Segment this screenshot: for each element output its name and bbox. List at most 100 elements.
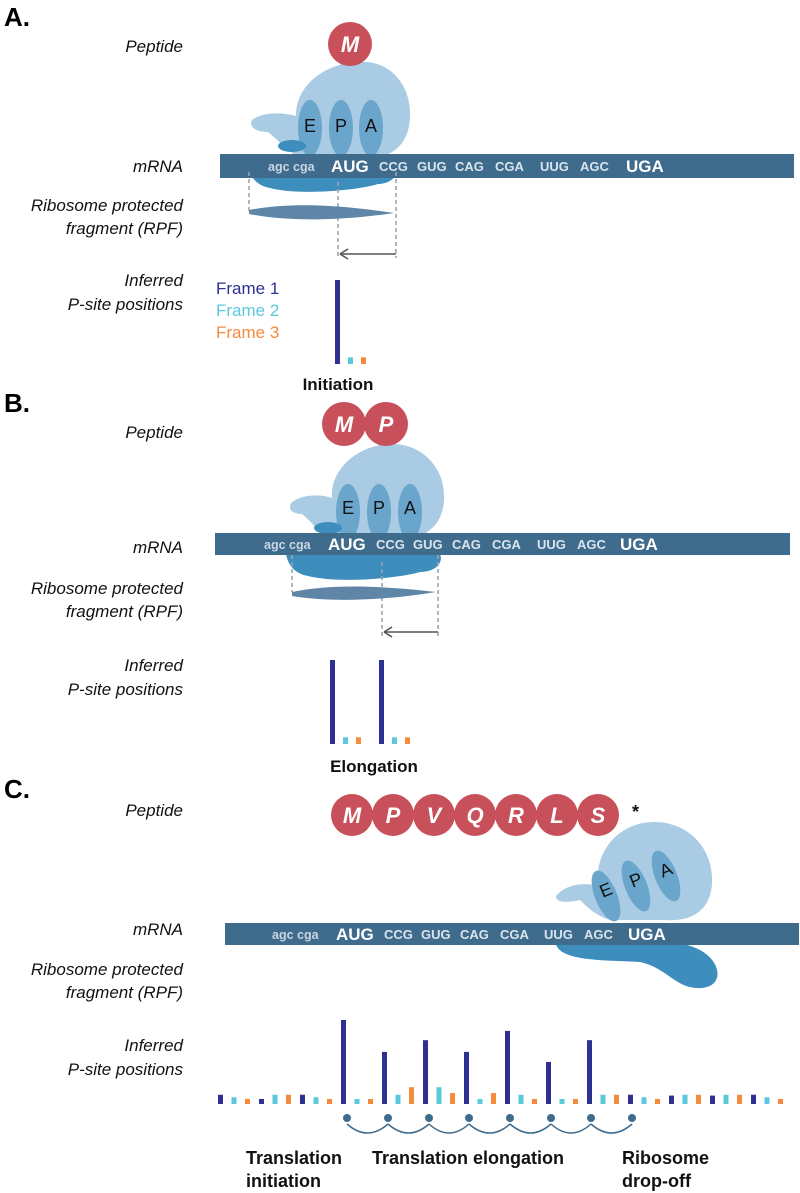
codon-6: AGC [577,537,607,552]
codon-step-arc [550,1123,592,1134]
codon-1: CCG [376,537,405,552]
psite-bar [259,1098,264,1104]
codon-2: GUG [421,927,451,942]
peptide-residue [413,794,455,836]
psite-bar [382,1051,387,1104]
stop-codon: UGA [626,157,664,176]
residue-label: M [343,803,362,828]
a-site-tunnel [359,100,383,156]
psite-bar [573,1098,578,1104]
codon-step-arc [387,1123,430,1134]
a-site-tunnel [651,850,681,902]
peptide-chain: M P [322,402,408,446]
psite-label-line1: Inferred [124,656,183,675]
psite-bar [409,1087,414,1104]
psite-bar [600,1094,606,1104]
upstream-codons: agc cga [272,928,320,942]
stop-codon: UGA [628,925,666,944]
codon-5: UUG [544,927,573,942]
start-codon: AUG [328,535,366,554]
codon-step-dot [425,1114,433,1122]
psite-bar [477,1098,483,1104]
codon-4: CGA [492,537,522,552]
codon-step-arc [468,1123,511,1134]
codon-5: UUG [537,537,566,552]
panel-letter-c: C. [4,774,30,804]
psite-bar [335,280,340,364]
upstream-codons: agc cga [264,538,312,552]
psite-bar [546,1062,551,1104]
ribosome-small-subunit [286,554,441,580]
ribosome: E P A [286,444,445,580]
site-e-label: E [304,116,316,136]
psite-bar [395,1094,401,1104]
ribosome-tab [278,140,306,152]
codon-2: GUG [417,159,447,174]
psite-bar [231,1097,237,1104]
psite-bar [286,1094,291,1104]
psite-bars-b [330,660,410,744]
p-site-tunnel [329,100,353,156]
psite-bar [423,1040,428,1104]
psite-bar [532,1098,537,1104]
residue-label: R [508,803,524,828]
mrna-label: mRNA [133,157,183,176]
footer-initiation-line2: initiation [246,1171,321,1191]
rpf-label-line1: Ribosome protected [31,579,184,598]
psite-bar [737,1094,742,1104]
codon-1: CCG [384,927,413,942]
psite-bar [723,1094,729,1104]
e-site-tunnel [591,870,621,922]
psite-bar [491,1093,496,1104]
psite-bar [218,1094,223,1104]
site-a-label: A [365,116,377,136]
start-codon: AUG [331,157,369,176]
residue-label: M [335,412,354,437]
psite-bar [354,1098,360,1104]
p-site-tunnel [621,860,651,912]
footer-dropoff-line2: drop-off [622,1171,692,1191]
rpf-label-line2: fragment (RPF) [66,983,183,1002]
peptide-residue [322,402,366,446]
codon-step-dot [628,1114,636,1122]
peptide-residue [331,794,373,836]
psite-bar [751,1094,756,1104]
mrna-strand [225,923,799,945]
psite-bar [696,1094,701,1104]
rpf-fragment [292,586,436,600]
site-e-label: E [342,498,354,518]
psite-bar [343,737,348,744]
residue-label: V [427,803,444,828]
psite-bars-a [335,280,366,364]
psite-bar [655,1098,660,1104]
psite-bar [313,1097,319,1104]
psite-bar [450,1093,455,1104]
codon-step-dot [506,1114,514,1122]
panel-letter-a: A. [4,2,30,32]
psite-bar [405,737,410,744]
panel-b: B. Peptide E P A M P mRNA agc cga AUG CC… [4,388,790,776]
psite-bar [330,660,335,744]
codon-step-arc [346,1123,389,1134]
psite-label-line2: P-site positions [68,1060,184,1079]
codon-6: AGC [580,159,610,174]
a-site-tunnel [398,484,422,540]
peptide-residue [372,794,414,836]
rpf-fragment [249,205,394,220]
psite-bar [341,1020,346,1104]
psite-bar [361,357,366,364]
stage-title-elongation: Elongation [330,757,418,776]
psite-bar [559,1098,565,1104]
frame-legend: Frame 1 Frame 2 Frame 3 [216,279,279,342]
peptide-label: Peptide [125,423,183,442]
stop-codon: UGA [620,535,658,554]
codon-step-dot [587,1114,595,1122]
psite-label-line2: P-site positions [68,680,184,699]
p-site-tunnel [367,484,391,540]
codon-5: UUG [540,159,569,174]
stop-mark: * [632,802,639,822]
e-site-tunnel [298,100,322,156]
site-p-label: P [335,116,347,136]
